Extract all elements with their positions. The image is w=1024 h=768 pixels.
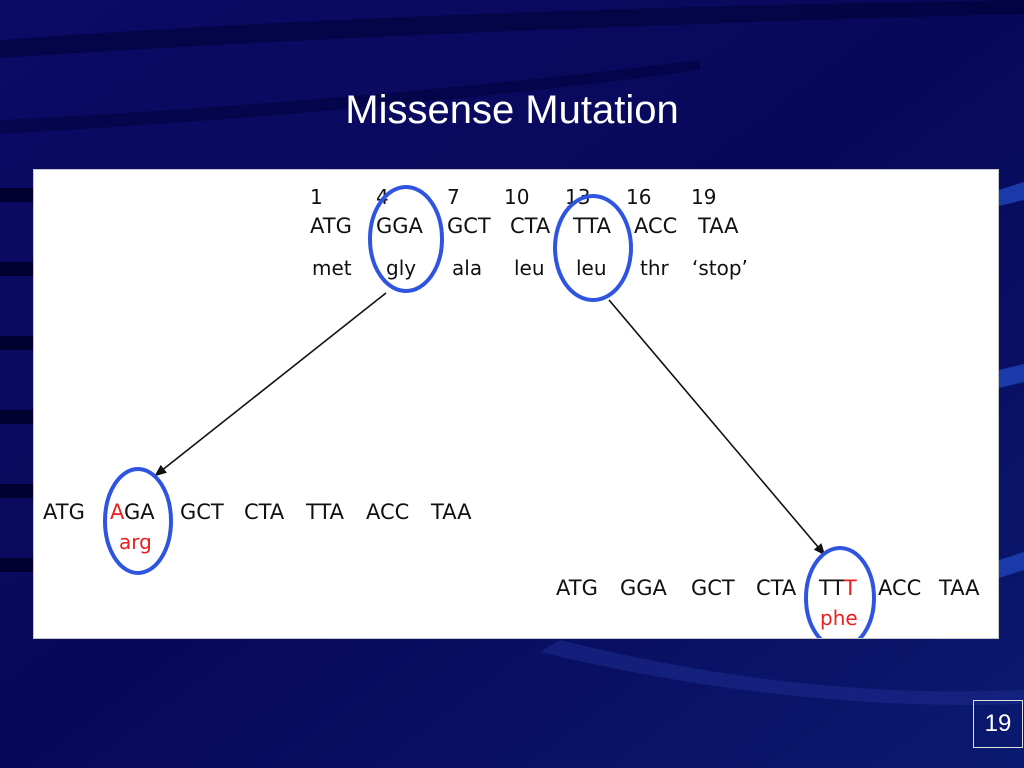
codon: TTA [572,214,612,238]
mutated-base: T [843,576,857,600]
codon: TAA [430,500,472,524]
codon: TAA [697,214,739,238]
codon: ACC [878,576,921,600]
codon: CTA [510,214,551,238]
codon: ACC [366,500,409,524]
highlight-circle-leu [553,194,633,302]
amino-acid: gly [386,256,416,280]
amino-acid: leu [514,256,545,280]
amino-acid: ‘stop’ [692,256,748,280]
original-sequence: ATG GGA GCT CTA TTA ACC TAA [310,214,739,238]
codon-rest: GA [124,500,155,524]
mutation-diagram-svg: 1 4 7 10 13 16 19 ATG GGA GCT CTA TTA AC… [43,185,980,638]
position-numbers: 1 4 7 10 13 16 19 [310,185,716,209]
codon: GGA [376,214,424,238]
codon: GGA [620,576,668,600]
codon: ATG [43,500,85,524]
highlight-circle-arg [103,467,173,575]
mutant-sequence-1: ATG AGA GCT CTA TTA ACC TAA arg [43,500,472,554]
mutant-amino-acid: arg [119,530,152,554]
codon: CTA [244,500,285,524]
slide-title: Missense Mutation [345,88,679,132]
codon: ACC [634,214,677,238]
codon: TAA [938,576,980,600]
slide-number: 19 [973,700,1023,748]
highlight-circle-gly [368,185,444,293]
mutated-codon: TTT [818,576,857,600]
highlight-circle-phe [804,546,876,638]
original-amino-acids: met gly ala leu leu thr ‘stop’ [312,256,748,280]
codon: CTA [756,576,797,600]
mutant-amino-acid: phe [820,606,858,630]
codon-start: TT [818,576,844,600]
mutation-diagram: 1 4 7 10 13 16 19 ATG GGA GCT CTA TTA AC… [33,169,999,639]
arrow-to-mutant-1 [154,292,387,477]
mutated-codon: AGA [110,500,155,524]
codon: ATG [556,576,598,600]
amino-acid: leu [576,256,607,280]
codon: GCT [180,500,224,524]
codon: ATG [310,214,352,238]
position-number: 1 [310,185,323,209]
amino-acid: met [312,256,352,280]
position-number: 10 [504,185,529,209]
codon: TTA [305,500,345,524]
position-number: 19 [691,185,716,209]
mutant-sequence-2: ATG GGA GCT CTA TTT ACC TAA phe [556,576,980,630]
arrow-to-mutant-2 [608,299,826,556]
position-number: 16 [626,185,651,209]
position-number: 7 [447,185,460,209]
mutated-base: A [110,500,125,524]
amino-acid: thr [640,256,670,280]
codon: GCT [691,576,735,600]
amino-acid: ala [452,256,482,280]
codon: GCT [447,214,491,238]
